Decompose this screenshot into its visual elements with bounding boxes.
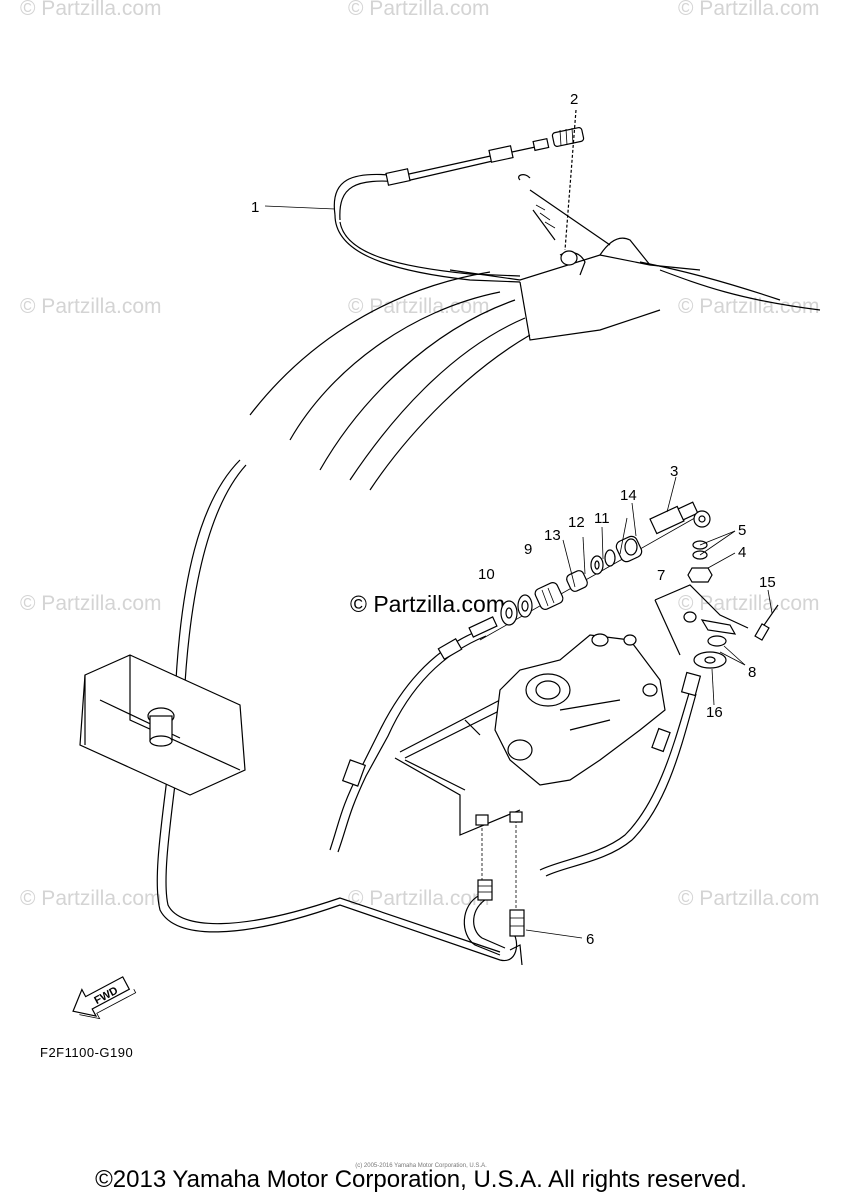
watermark-text: © Partzilla.com [678,295,820,318]
callout-6: 6 [586,931,594,948]
callout-15: 15 [759,574,776,591]
callout-9: 9 [524,541,532,558]
part-7-8-bracket [654,584,779,669]
watermark-text: © Partzilla.com [20,295,162,318]
copyright-notice: ©2013 Yamaha Motor Corporation, U.S.A. A… [95,1166,747,1193]
callout-11: 11 [594,510,610,527]
callout-labels: 1 2 3 4 5 6 7 8 9 10 11 12 13 14 15 16 [251,91,776,948]
watermark-text: © Partzilla.com [678,887,820,910]
part-16-cable [539,671,702,877]
watermark-text: © Partzilla.com [20,0,162,20]
fwd-text: FWD [92,985,120,1007]
callout-5: 5 [738,522,746,539]
leader-lines [264,205,773,939]
exploded-parts [479,501,713,641]
watermark-text: © Partzilla.com [20,887,162,910]
watermark-group: © Partzilla.com © Partzilla.com © Partzi… [20,0,820,910]
callout-10: 10 [478,566,495,583]
watermark-text: © Partzilla.com [20,592,162,615]
watermark-text: © Partzilla.com [678,0,820,20]
watermark-text: © Partzilla.com [348,0,490,20]
upper-cable [333,137,550,283]
bracket-lines [394,719,521,836]
callout-12: 12 [568,514,585,531]
mount-block [79,654,246,796]
hull-outline [249,174,821,491]
watermark-center-text: © Partzilla.com [350,591,505,617]
watermark-text: © Partzilla.com [678,592,820,615]
callout-13: 13 [544,527,561,544]
callout-16: 16 [706,704,723,721]
callout-1: 1 [251,199,259,216]
watermark-text: © Partzilla.com [348,887,490,910]
gear-housing [494,633,666,786]
callout-14: 14 [620,487,637,504]
watermark-text: © Partzilla.com [348,295,490,318]
diagram-code: F2F1100-G190 [40,1045,134,1060]
callout-2: 2 [570,91,578,108]
middle-cable [329,616,498,853]
callout-7: 7 [657,567,665,584]
fwd-arrow: FWD [72,976,137,1020]
callout-4: 4 [738,544,746,561]
lower-cable [156,459,518,961]
fine-print: (c) 2005-2016 Yamaha Motor Corporation, … [355,1163,487,1169]
part-6-hose [463,811,525,966]
callout-8: 8 [748,664,756,681]
part-2-fitting [551,109,585,251]
callout-3: 3 [670,463,678,480]
